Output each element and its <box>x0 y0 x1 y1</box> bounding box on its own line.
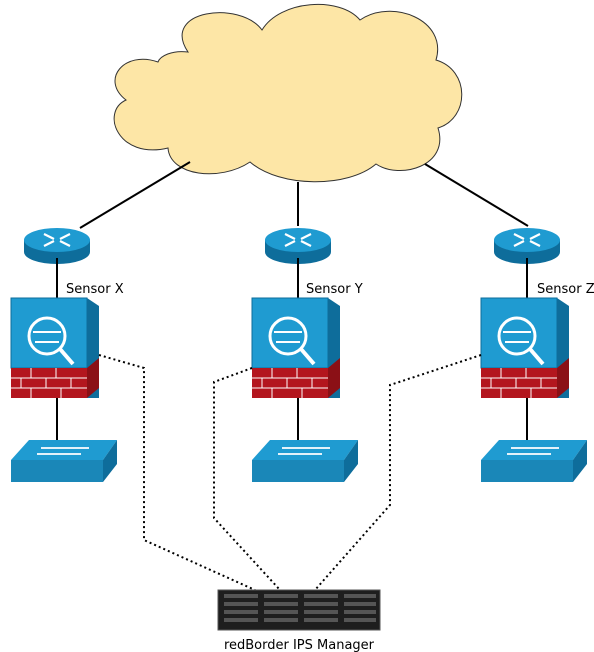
router-icon <box>494 228 560 264</box>
wan-links <box>79 161 529 229</box>
switch-icon <box>481 440 587 482</box>
magnifier-icon <box>497 316 537 356</box>
router-icon <box>24 228 90 264</box>
sensor-label: Sensor Z <box>537 282 594 297</box>
sensor-label: Sensor Y <box>306 282 363 297</box>
mgmt-link-z <box>314 354 482 591</box>
switch-icon <box>11 440 117 482</box>
management-links <box>98 354 482 591</box>
ips-sensor-icon <box>480 297 569 398</box>
mgmt-link-y <box>213 367 281 591</box>
firewall-icon <box>481 368 557 398</box>
ips-manager-server-icon <box>217 589 381 631</box>
wan-link-x <box>79 161 191 229</box>
magnifier-icon <box>268 316 308 356</box>
sensor-stack-z: Sensor Z <box>480 228 594 482</box>
sensor-stack-x: Sensor X <box>10 228 124 482</box>
sensor-stack-y: Sensor Y <box>251 228 363 482</box>
wan-link-z <box>424 163 529 227</box>
manager-label: redBorder IPS Manager <box>224 638 375 652</box>
switch-icon <box>252 440 358 482</box>
ips-sensor-icon <box>251 297 340 398</box>
firewall-icon <box>11 368 87 398</box>
sensor-label: Sensor X <box>66 282 124 297</box>
internet-cloud <box>113 3 463 183</box>
ips-sensor-icon <box>10 297 99 398</box>
magnifier-icon <box>27 316 67 356</box>
router-icon <box>265 228 331 264</box>
mgmt-link-x <box>98 354 256 591</box>
firewall-icon <box>252 368 328 398</box>
